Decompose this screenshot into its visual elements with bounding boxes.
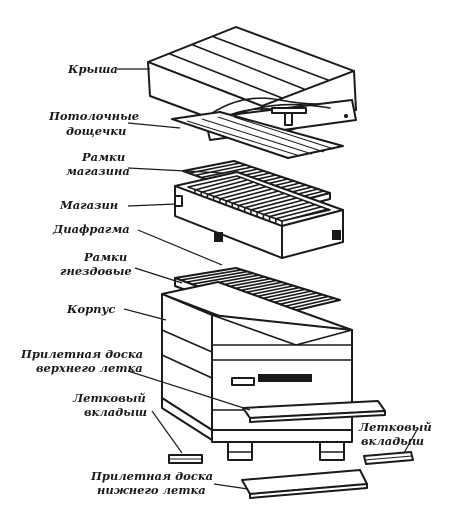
- label-roof: Крыша: [67, 62, 118, 76]
- frame-slat: [219, 186, 266, 200]
- ceiling-boards: [171, 111, 344, 159]
- frame-slat: [250, 197, 298, 211]
- frame-slat: [231, 190, 279, 205]
- entrance-insert-right: [363, 451, 414, 465]
- frame-slat: [274, 205, 323, 220]
- lower-landing-board: [241, 469, 368, 499]
- frame-slat: [281, 208, 329, 222]
- entrance-insert-left: [168, 454, 203, 464]
- label-body: Корпус: [66, 302, 115, 316]
- leader-lines: [117, 68, 419, 490]
- frame-slat: [200, 179, 248, 194]
- label-upper-landing-board: Прилетная доска верхнего летка: [20, 347, 147, 375]
- labels: Крыша Потолочные дощечки Рамки магазина …: [20, 62, 436, 497]
- frame-slat: [194, 177, 241, 191]
- frame-slat: [243, 194, 292, 209]
- frame-slat: [212, 183, 260, 198]
- upper-landing-board: [242, 400, 386, 423]
- frame-slat: [174, 267, 237, 279]
- label-entrance-insert-right: Летковый вкладыш: [358, 420, 436, 448]
- label-super: Магазин: [59, 198, 118, 212]
- frame-slat: [185, 270, 249, 283]
- label-entrance-insert-left: Летковый вкладыш: [72, 391, 150, 419]
- frame-slat: [256, 199, 304, 213]
- frame-slat: [194, 164, 247, 177]
- frame-slat: [225, 188, 273, 202]
- frame-slat: [206, 181, 254, 196]
- frame-slat: [268, 203, 317, 218]
- label-super-frames: Рамки магазина: [66, 150, 130, 178]
- frame-slat: [200, 166, 253, 179]
- frame-slat: [262, 201, 310, 216]
- frame-slat: [237, 192, 285, 207]
- hive-body: [161, 281, 353, 461]
- frame-slat: [182, 160, 235, 172]
- label-diaphragm: Диафрагма: [52, 222, 130, 236]
- label-brood-frames: Рамки гнездовые: [60, 250, 132, 278]
- roof: [147, 26, 357, 141]
- honey-super: [174, 171, 344, 259]
- frame-slat: [179, 268, 243, 281]
- label-ceiling-boards: Потолочные дощечки: [48, 109, 143, 138]
- frame-slat: [191, 272, 255, 285]
- label-lower-landing-board: Прилетная доска нижнего летка: [90, 469, 217, 497]
